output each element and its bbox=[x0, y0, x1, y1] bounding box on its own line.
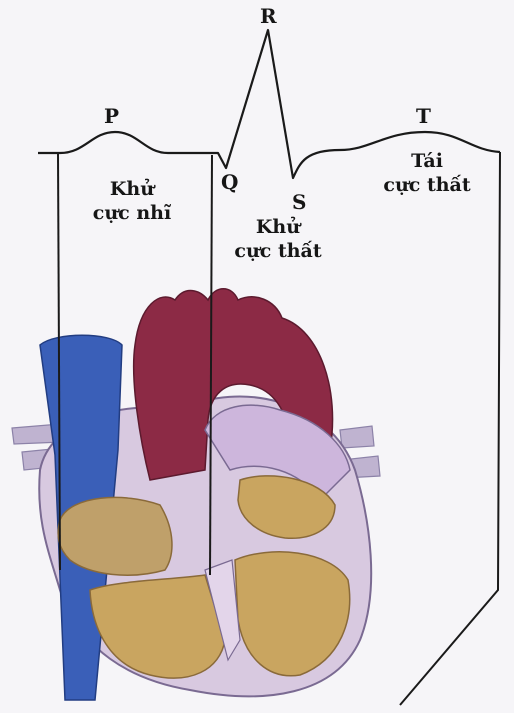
phase-label-line: cực thất bbox=[216, 240, 340, 264]
phase-label-line: cực thất bbox=[362, 174, 492, 198]
wave-label-r: R bbox=[260, 4, 277, 29]
wave-label-p: P bbox=[104, 104, 119, 129]
phase-label-line: Khử bbox=[72, 178, 192, 202]
heart-illustration bbox=[12, 289, 380, 700]
boundary-line-t-end bbox=[400, 152, 500, 705]
wave-label-t: T bbox=[416, 104, 431, 129]
phase-label-ventricular-repolarization: Tái cực thất bbox=[362, 150, 492, 198]
wave-label-q: Q bbox=[221, 170, 238, 195]
wave-label-s: S bbox=[292, 190, 306, 215]
right-atrium bbox=[58, 497, 172, 575]
phase-label-line: cực nhĩ bbox=[72, 202, 192, 226]
phase-label-atrial-depolarization: Khử cực nhĩ bbox=[72, 178, 192, 226]
right-ventricle bbox=[90, 575, 225, 678]
phase-label-ventricular-depolarization: Khử cực thất bbox=[216, 216, 340, 264]
phase-label-line: Khử bbox=[216, 216, 340, 240]
phase-label-line: Tái bbox=[362, 150, 492, 174]
